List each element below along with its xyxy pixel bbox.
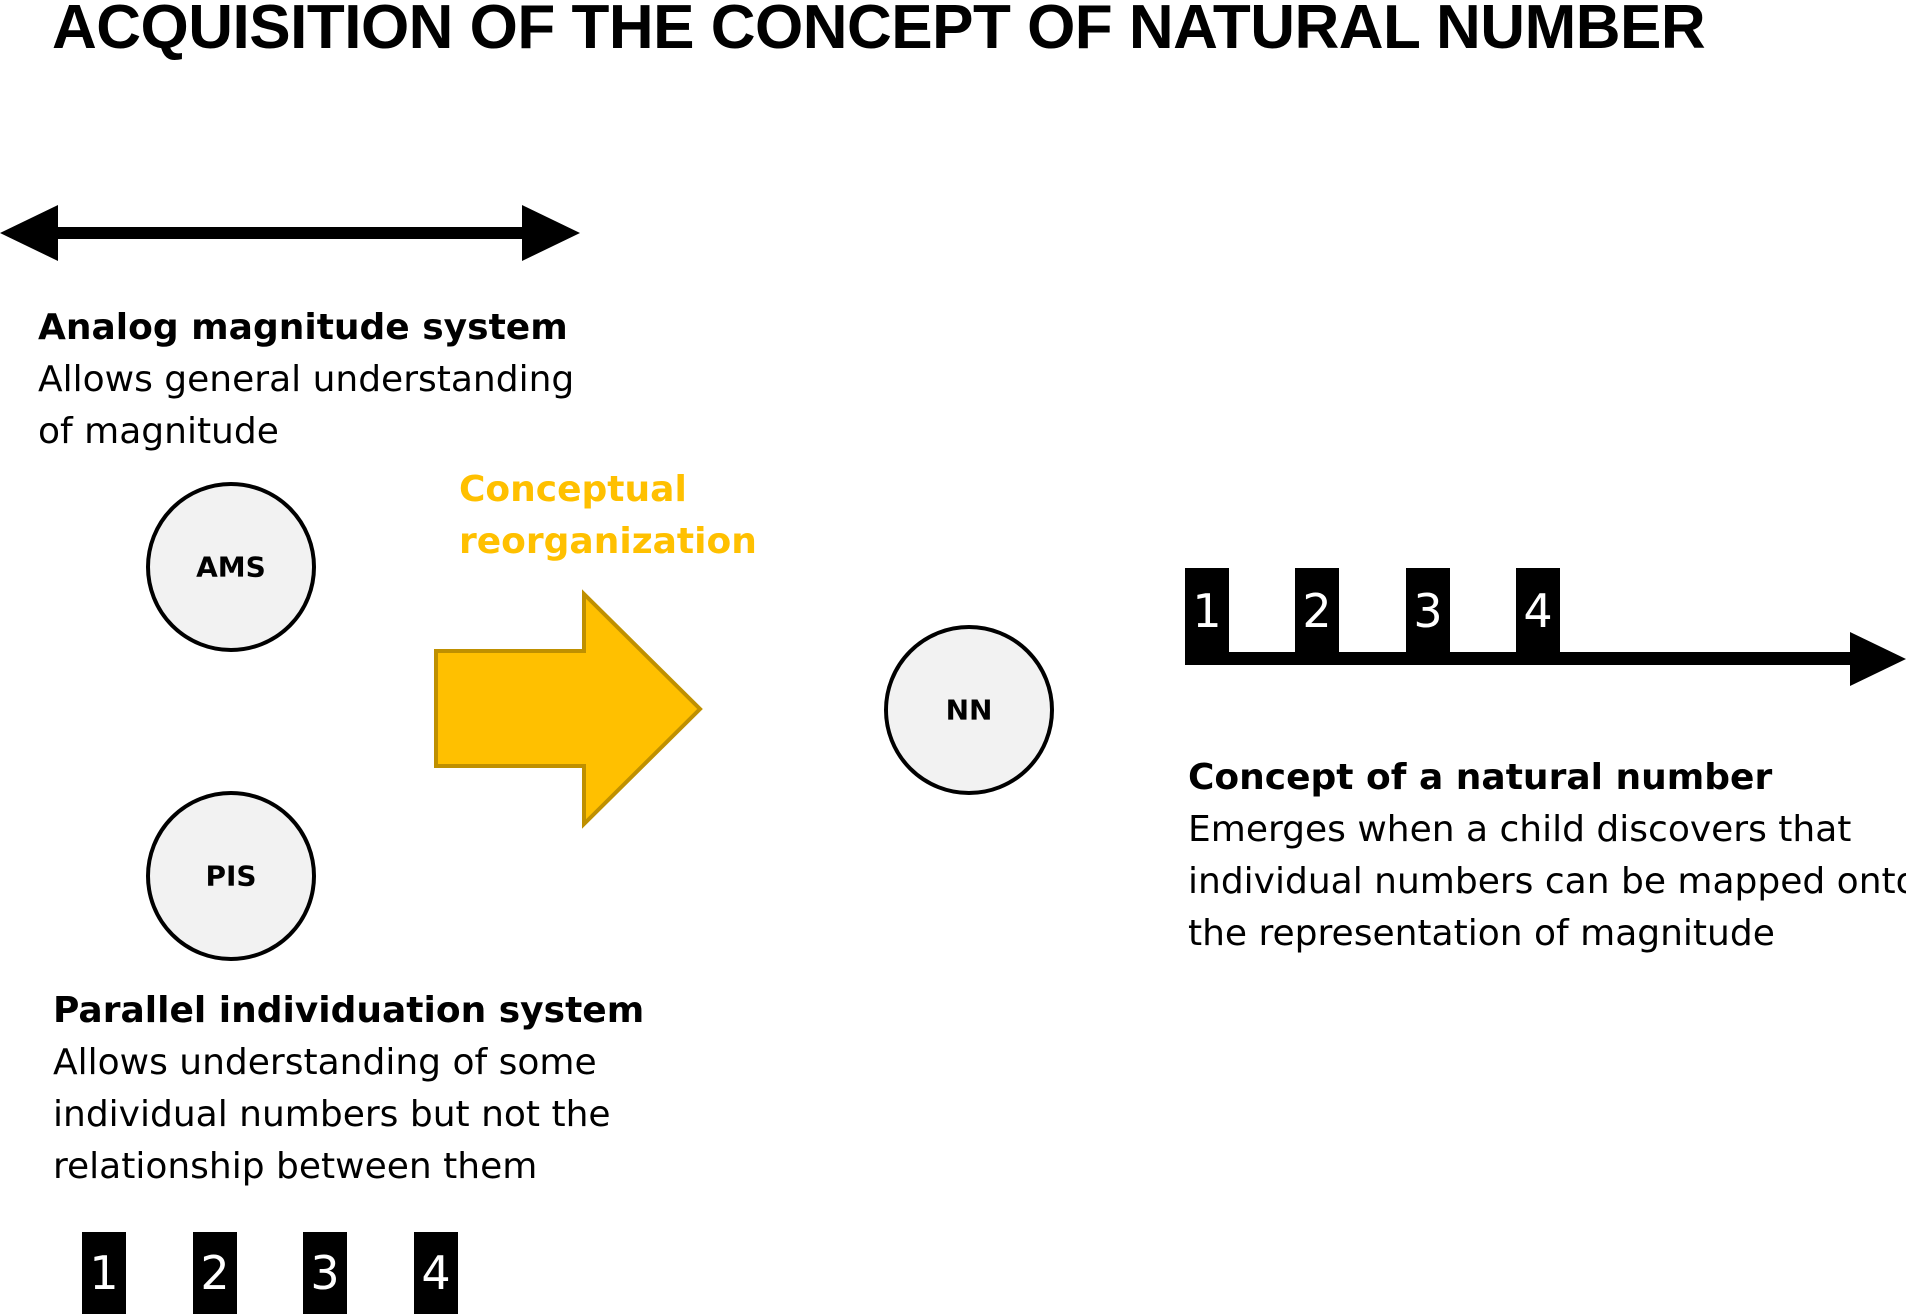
- pis-heading: Parallel individuation system: [53, 990, 645, 1031]
- pis-number-box-1: 1: [82, 1232, 126, 1314]
- pis-description: Parallel individuation system Allows und…: [53, 985, 644, 1193]
- pis-node: PIS: [146, 791, 316, 961]
- nn-heading: Concept of a natural number: [1188, 757, 1773, 798]
- pis-number-label-3: 3: [310, 1246, 339, 1300]
- nn-description: Concept of a natural number Emerges when…: [1188, 752, 1906, 960]
- pis-number-box-4: 4: [414, 1232, 458, 1314]
- ams-node: AMS: [146, 482, 316, 652]
- pis-number-box-3: 3: [303, 1232, 347, 1314]
- pis-node-label: PIS: [205, 860, 256, 893]
- reorganization-label-line-2: reorganization: [459, 521, 757, 562]
- pis-number-label-1: 1: [89, 1246, 118, 1300]
- nn-line-2: individual numbers can be mapped onto: [1188, 861, 1906, 902]
- ams-heading: Analog magnitude system: [38, 307, 568, 348]
- pis-line-1: Allows understanding of some: [53, 1042, 597, 1083]
- pis-number-label-4: 4: [421, 1246, 450, 1300]
- number-line-box-1: 1: [1185, 568, 1229, 665]
- number-line-label-4: 4: [1523, 584, 1552, 638]
- reorganization-label-line-1: Conceptual: [459, 469, 687, 510]
- number-line-label-2: 2: [1302, 584, 1331, 638]
- number-line-label-1: 1: [1192, 584, 1221, 638]
- double-headed-arrow-icon: [0, 205, 580, 261]
- ams-line-1: Allows general understanding: [38, 359, 575, 400]
- nn-node-label: NN: [946, 694, 993, 727]
- page-title: ACQUISITION OF THE CONCEPT OF NATURAL NU…: [52, 0, 1706, 62]
- number-line-label-3: 3: [1413, 584, 1442, 638]
- reorganization-label: Conceptual reorganization: [459, 464, 757, 568]
- ams-description: Analog magnitude system Allows general u…: [38, 302, 574, 458]
- pis-number-label-2: 2: [200, 1246, 229, 1300]
- pis-line-2: individual numbers but not the: [53, 1094, 611, 1135]
- ams-node-label: AMS: [196, 551, 266, 584]
- number-line-box-3: 3: [1406, 568, 1450, 665]
- number-line-box-2: 2: [1295, 568, 1339, 665]
- nn-line-3: the representation of magnitude: [1188, 913, 1775, 954]
- nn-line-1: Emerges when a child discovers that: [1188, 809, 1852, 850]
- nn-node: NN: [884, 625, 1054, 795]
- number-line-box-4: 4: [1516, 568, 1560, 665]
- pis-number-box-2: 2: [193, 1232, 237, 1314]
- reorganization-arrow-icon: [434, 589, 703, 829]
- ams-line-2: of magnitude: [38, 411, 279, 452]
- pis-line-3: relationship between them: [53, 1146, 538, 1187]
